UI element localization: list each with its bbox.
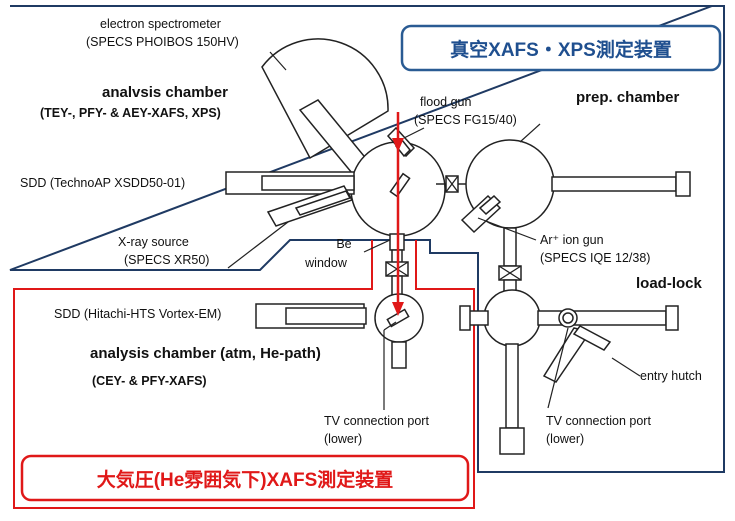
xray-label-1: X-ray source	[118, 235, 189, 249]
ar-gun-label-1: Ar⁺ ion gun	[540, 233, 604, 247]
vacuum-region-outline	[9, 5, 725, 473]
ar-gun-label-2: (SPECS IQE 12/38)	[540, 251, 650, 265]
sdd-bottom-label: SDD (Hitachi-HTS Vortex-EM)	[54, 307, 221, 321]
tv-port-left-label-2: (lower)	[324, 432, 362, 446]
prep-chamber-label: prep. chamber	[576, 89, 680, 106]
xray-beam	[392, 112, 404, 316]
gate-valve-loadlock	[498, 265, 522, 281]
atm-title-box	[20, 454, 470, 502]
atmosphere-region-outline	[13, 240, 475, 509]
ar-ion-gun	[460, 194, 502, 234]
sample-top	[389, 172, 411, 198]
tv-port-left-label-1: TV connection port	[324, 414, 429, 428]
load-lock-label: load-lock	[636, 275, 703, 292]
be-window-label-2: window	[304, 256, 348, 270]
be-window-label-1: Be	[336, 237, 351, 251]
analysis-chamber-label: analvsis chamber	[102, 84, 228, 101]
tv-port-right-label-1: TV connection port	[546, 414, 651, 428]
spectrometer-label-1: electron spectrometer	[100, 17, 221, 31]
atm-title: 大気圧(He雰囲気下)XAFS測定装置	[97, 468, 394, 491]
spectrometer-label-2: (SPECS PHOIBOS 150HV)	[86, 35, 239, 49]
tv-port-right	[499, 427, 525, 455]
vacuum-title: 真空XAFS・XPS測定装置	[450, 38, 672, 61]
entry-hutch-label: entry hutch	[640, 369, 702, 383]
prep-transfer-arm	[551, 176, 677, 192]
flood-gun-label-2: (SPECS FG15/40)	[414, 113, 517, 127]
analysis-methods-label: (TEY-, PFY- & AEY-XAFS, XPS)	[40, 106, 221, 120]
gate-valve-mid	[445, 175, 459, 193]
vacuum-title-box	[400, 24, 722, 72]
load-lock-chamber	[483, 289, 541, 347]
atm-methods-label: (CEY- & PFY-XAFS)	[92, 374, 207, 388]
xray-label-2: (SPECS XR50)	[124, 253, 209, 267]
atm-chamber-label: analysis chamber (atm, He-path)	[90, 345, 321, 362]
electron-spectrometer	[261, 38, 389, 160]
tv-port-left	[391, 341, 407, 369]
tv-port-right-label-2: (lower)	[546, 432, 584, 446]
loadlock-transfer-arm	[537, 310, 667, 326]
atm-sample	[386, 308, 410, 328]
sdd-top-label: SDD (TechnoAP XSDD50-01)	[20, 176, 185, 190]
flood-gun-label-1: flood gun	[420, 95, 471, 109]
xray-source	[266, 185, 354, 227]
